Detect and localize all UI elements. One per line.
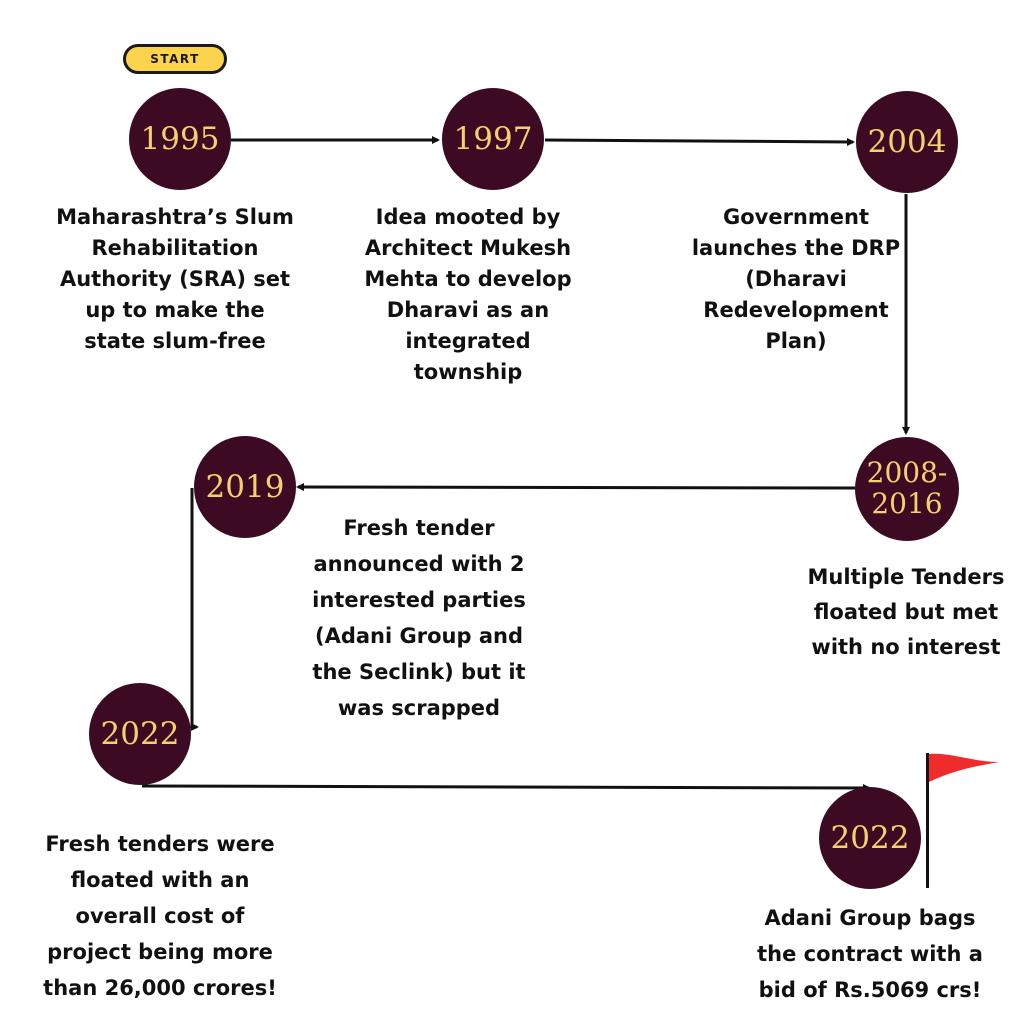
- arrow-2019-to-2022: [190, 488, 199, 731]
- year-node-1997: 1997: [442, 88, 544, 190]
- year-label: 2022: [830, 819, 910, 856]
- year-label: 2004: [867, 123, 947, 160]
- flag-pole: [926, 753, 929, 888]
- caption-2022-final: Adani Group bags the contract with a bid…: [757, 906, 983, 1002]
- year-node-2004: 2004: [856, 91, 958, 193]
- caption-2019: Fresh tender announced with 2 interested…: [312, 516, 526, 720]
- caption-2022: Fresh tenders were floated with an overa…: [43, 832, 277, 1000]
- year-node-2019: 2019: [194, 436, 296, 538]
- start-badge: START: [123, 44, 227, 74]
- year-node-2008-2016: 2008- 2016: [855, 437, 959, 541]
- caption-2008-2016: Multiple Tenders floated but met with no…: [807, 565, 1005, 659]
- year-node-2022-final: 2022: [819, 787, 921, 889]
- arrow-2022-to-final: [141, 783, 871, 792]
- finish-flag-icon: [929, 753, 999, 782]
- arrow-2008-to-2019: [296, 483, 856, 492]
- year-label: 1995: [140, 120, 220, 157]
- year-label: 2019: [205, 468, 285, 505]
- year-node-1995: 1995: [129, 88, 231, 190]
- caption-1997: Idea mooted by Architect Mukesh Mehta to…: [364, 205, 572, 384]
- caption-2004: Government launches the DRP (Dharavi Red…: [691, 205, 901, 353]
- year-label: 2022: [100, 715, 180, 752]
- year-label: 1997: [453, 120, 533, 157]
- caption-1995: Maharashtra’s Slum Rehabilitation Author…: [56, 205, 294, 353]
- year-node-2022: 2022: [89, 683, 191, 785]
- arrow-1997-to-2004: [544, 137, 855, 146]
- year-label: 2008- 2016: [866, 456, 948, 520]
